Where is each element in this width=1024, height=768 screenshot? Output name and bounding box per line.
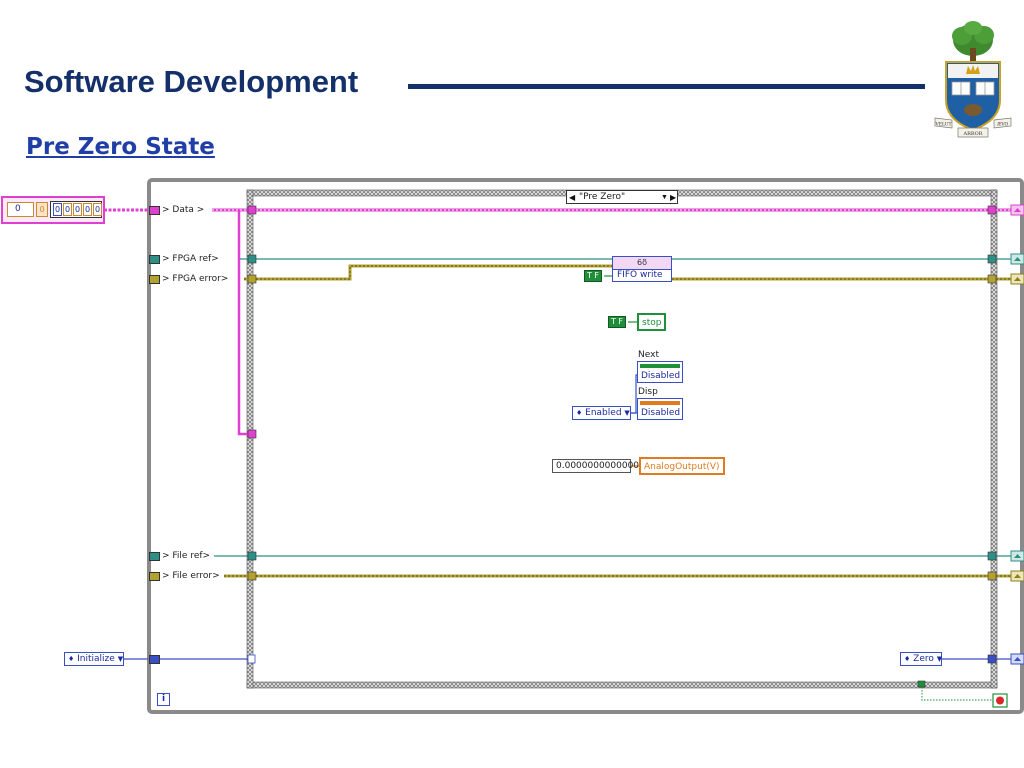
case-decrement-arrow-icon[interactable]: ◀	[569, 193, 576, 202]
disp-value: Disabled	[641, 408, 681, 418]
tree-icon	[952, 21, 994, 62]
fpga-error-wire[interactable]	[244, 264, 1014, 281]
data-label: > Data >	[162, 205, 205, 215]
fifo-write-node[interactable]: 6o⃡ FIFO write	[612, 256, 672, 282]
enabled-enum-value: Enabled	[585, 408, 622, 418]
cluster-element-3[interactable]: 0	[63, 203, 72, 216]
svg-text:ARBOR: ARBOR	[962, 131, 982, 137]
next-property-node[interactable]: Disabled	[637, 361, 683, 383]
shield-icon	[945, 61, 1001, 132]
analog-output-indicator[interactable]: AnalogOutput(V)	[639, 457, 725, 475]
initialize-enum-value: Initialize	[77, 654, 115, 664]
disp-property-node[interactable]: Disabled	[637, 398, 683, 420]
disp-label: Disp	[638, 387, 658, 397]
cluster-element-4[interactable]: 0	[73, 203, 82, 216]
disp-progress-icon	[640, 401, 680, 405]
fifo-icon: 6o⃡	[613, 257, 671, 270]
shift-register-state[interactable]	[149, 655, 160, 664]
case-increment-arrow-icon[interactable]: ▶	[670, 193, 677, 202]
cluster-element-2[interactable]: 0	[53, 203, 62, 216]
enum-arrows-icon: ♦	[68, 655, 75, 663]
stop-indicator[interactable]: stop	[637, 313, 667, 331]
file-ref-label: > File ref>	[162, 551, 211, 561]
while-loop-frame[interactable]	[147, 178, 1024, 714]
shift-register-file-ref[interactable]	[149, 552, 160, 561]
case-selector-label: "Pre Zero"	[579, 192, 626, 202]
iteration-terminal[interactable]: i	[157, 693, 170, 706]
zero-enum-constant[interactable]: ♦ Zero ▼	[900, 652, 942, 666]
slide-title: Software Development	[24, 64, 359, 99]
initialize-enum-constant[interactable]: ♦ Initialize ▼	[64, 652, 124, 666]
case-selector[interactable]: ◀ "Pre Zero" ▼ ▶	[566, 190, 678, 204]
svg-text:VELUT: VELUT	[934, 122, 951, 128]
university-crest-logo: VELUT ÆVO ARBOR	[934, 21, 1012, 138]
enabled-enum-constant[interactable]: ♦ Enabled ▼	[572, 406, 631, 420]
shift-register-file-error[interactable]	[149, 572, 160, 581]
slide-subtitle: Pre Zero State	[26, 134, 215, 160]
fpga-ref-label: > FPGA ref>	[162, 254, 219, 264]
cluster-element-0[interactable]: 0	[7, 202, 34, 217]
zero-enum-value: Zero	[913, 654, 934, 664]
stop-bool-constant[interactable]: T F	[608, 316, 627, 328]
file-error-label: > File error>	[162, 571, 220, 581]
shift-register-fpga-error[interactable]	[149, 275, 160, 284]
dropdown-arrow-icon[interactable]: ▼	[117, 655, 124, 663]
numeric-constant[interactable]: 0.0000000000000	[552, 459, 639, 473]
fifo-bool-constant[interactable]: T F	[584, 270, 603, 282]
case-dropdown-arrow-icon[interactable]: ▼	[661, 194, 668, 201]
cluster-array[interactable]: 0 0 0 0 0	[50, 201, 102, 218]
title-rule	[408, 84, 925, 89]
cluster-element-6[interactable]: 0	[93, 203, 102, 216]
fpga-error-label: > FPGA error>	[162, 274, 229, 284]
cluster-element-1[interactable]: 0	[36, 202, 48, 217]
loop-condition-wire[interactable]	[921, 684, 994, 701]
dropdown-arrow-icon[interactable]: ▼	[624, 409, 630, 417]
next-label: Next	[638, 350, 659, 360]
shift-register-fpga-ref[interactable]	[149, 255, 160, 264]
next-value: Disabled	[641, 371, 681, 381]
next-progress-icon	[640, 364, 680, 368]
right-shift-registers[interactable]	[1010, 204, 1024, 665]
enum-arrows-icon: ♦	[576, 409, 583, 417]
input-cluster-constant[interactable]: 0 0 0 0 0 0 0	[1, 196, 105, 224]
data-wire[interactable]	[104, 208, 1014, 436]
block-diagram: 0 0 0 0 0 0 0 > Data > > FPGA ref> > FPG…	[0, 172, 1024, 718]
enum-arrows-icon: ♦	[904, 655, 911, 663]
loop-condition-terminal[interactable]	[992, 693, 1008, 708]
svg-text:ÆVO: ÆVO	[996, 122, 1009, 128]
dropdown-arrow-icon[interactable]: ▼	[936, 655, 943, 663]
cluster-element-5[interactable]: 0	[83, 203, 92, 216]
motto-scroll: VELUT ÆVO ARBOR	[934, 117, 1012, 138]
fifo-write-label: FIFO write	[617, 270, 663, 280]
shift-register-data[interactable]	[149, 206, 160, 215]
